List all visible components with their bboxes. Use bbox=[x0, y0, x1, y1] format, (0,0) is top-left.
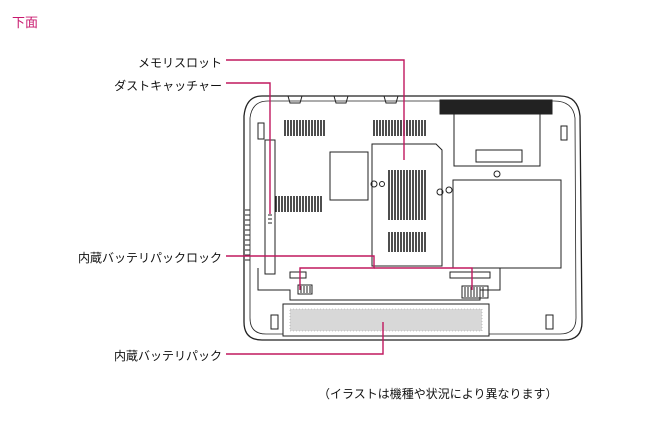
label-battery-pack: 内蔵バッテリパック bbox=[113, 349, 222, 363]
figure-caption: （イラストは機種や状況により異なります） bbox=[318, 387, 558, 401]
memory-slot-cover bbox=[370, 143, 444, 267]
hinge-notches bbox=[287, 95, 399, 104]
label-battery-lock: 内蔵バッテリパックロック bbox=[77, 251, 222, 265]
side-clips bbox=[257, 122, 568, 330]
battery-lock-bracket bbox=[257, 268, 501, 301]
battery-lock-left bbox=[297, 284, 313, 295]
section-heading: 下面 bbox=[12, 16, 39, 31]
label-dust-catcher: ダストキャッチャー bbox=[114, 79, 222, 93]
left-edge-vent bbox=[245, 209, 250, 261]
leader-lines bbox=[226, 59, 473, 355]
battery-lock-right bbox=[461, 285, 489, 299]
vent-grille bbox=[275, 120, 426, 212]
leader-battery-lock-b bbox=[374, 267, 473, 290]
laptop-body bbox=[243, 95, 583, 341]
top-right-compartment bbox=[439, 99, 553, 194]
battery-pack-part bbox=[282, 303, 490, 337]
label-memory-slot: メモリスロット bbox=[137, 56, 222, 70]
right-cover-panel bbox=[452, 179, 562, 269]
memory-vent bbox=[388, 170, 426, 252]
leader-battery-pack bbox=[226, 322, 384, 355]
leader-memory-slot bbox=[226, 59, 405, 160]
cover-plate bbox=[329, 151, 369, 201]
leader-dust-catcher bbox=[226, 82, 271, 214]
leader-battery-lock-a bbox=[226, 255, 375, 290]
